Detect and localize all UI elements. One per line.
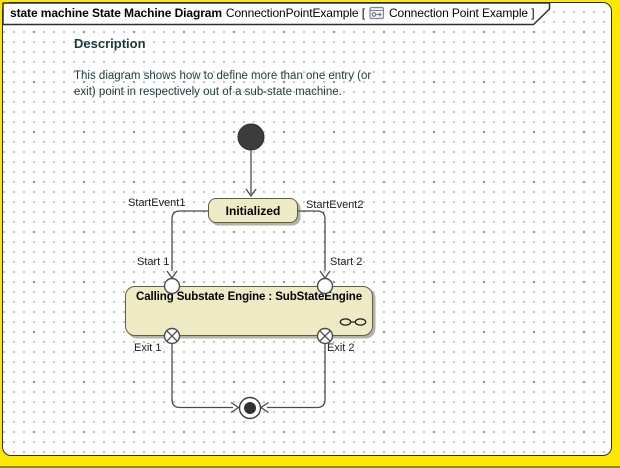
state-substate-label: Calling Substate Engine : SubStateEngine	[135, 291, 363, 303]
exit-point-label-exit1[interactable]: Exit 1	[134, 342, 162, 354]
entry-point-label-start1[interactable]: Start 1	[137, 256, 170, 268]
frame-context-label: ConnectionPointExample [	[225, 6, 365, 20]
frame-header: state machine State Machine Diagram Conn…	[10, 6, 535, 20]
description-line1: This diagram shows how to define more th…	[74, 70, 372, 82]
state-calling-substate-engine[interactable]: Calling Substate Engine : SubStateEngine	[125, 286, 373, 336]
state-initialized[interactable]: Initialized	[208, 198, 298, 223]
description-heading: Description	[74, 36, 146, 51]
state-machine-diagram-icon	[369, 6, 385, 20]
state-initialized-label: Initialized	[225, 203, 281, 218]
entry-point-label-start2[interactable]: Start 2	[330, 256, 363, 268]
submachine-state-icon	[339, 318, 367, 326]
frame-title-label: Connection Point Example ]	[388, 6, 535, 20]
description-line2: exit) point in respectively out of a sub…	[74, 86, 342, 98]
transition-label-startevent2[interactable]: StartEvent2	[306, 199, 364, 211]
transition-label-startevent1[interactable]: StartEvent1	[128, 197, 186, 209]
exit-point-label-exit2[interactable]: Exit 2	[327, 342, 355, 354]
frame-kind-label: state machine State Machine Diagram	[10, 6, 222, 20]
